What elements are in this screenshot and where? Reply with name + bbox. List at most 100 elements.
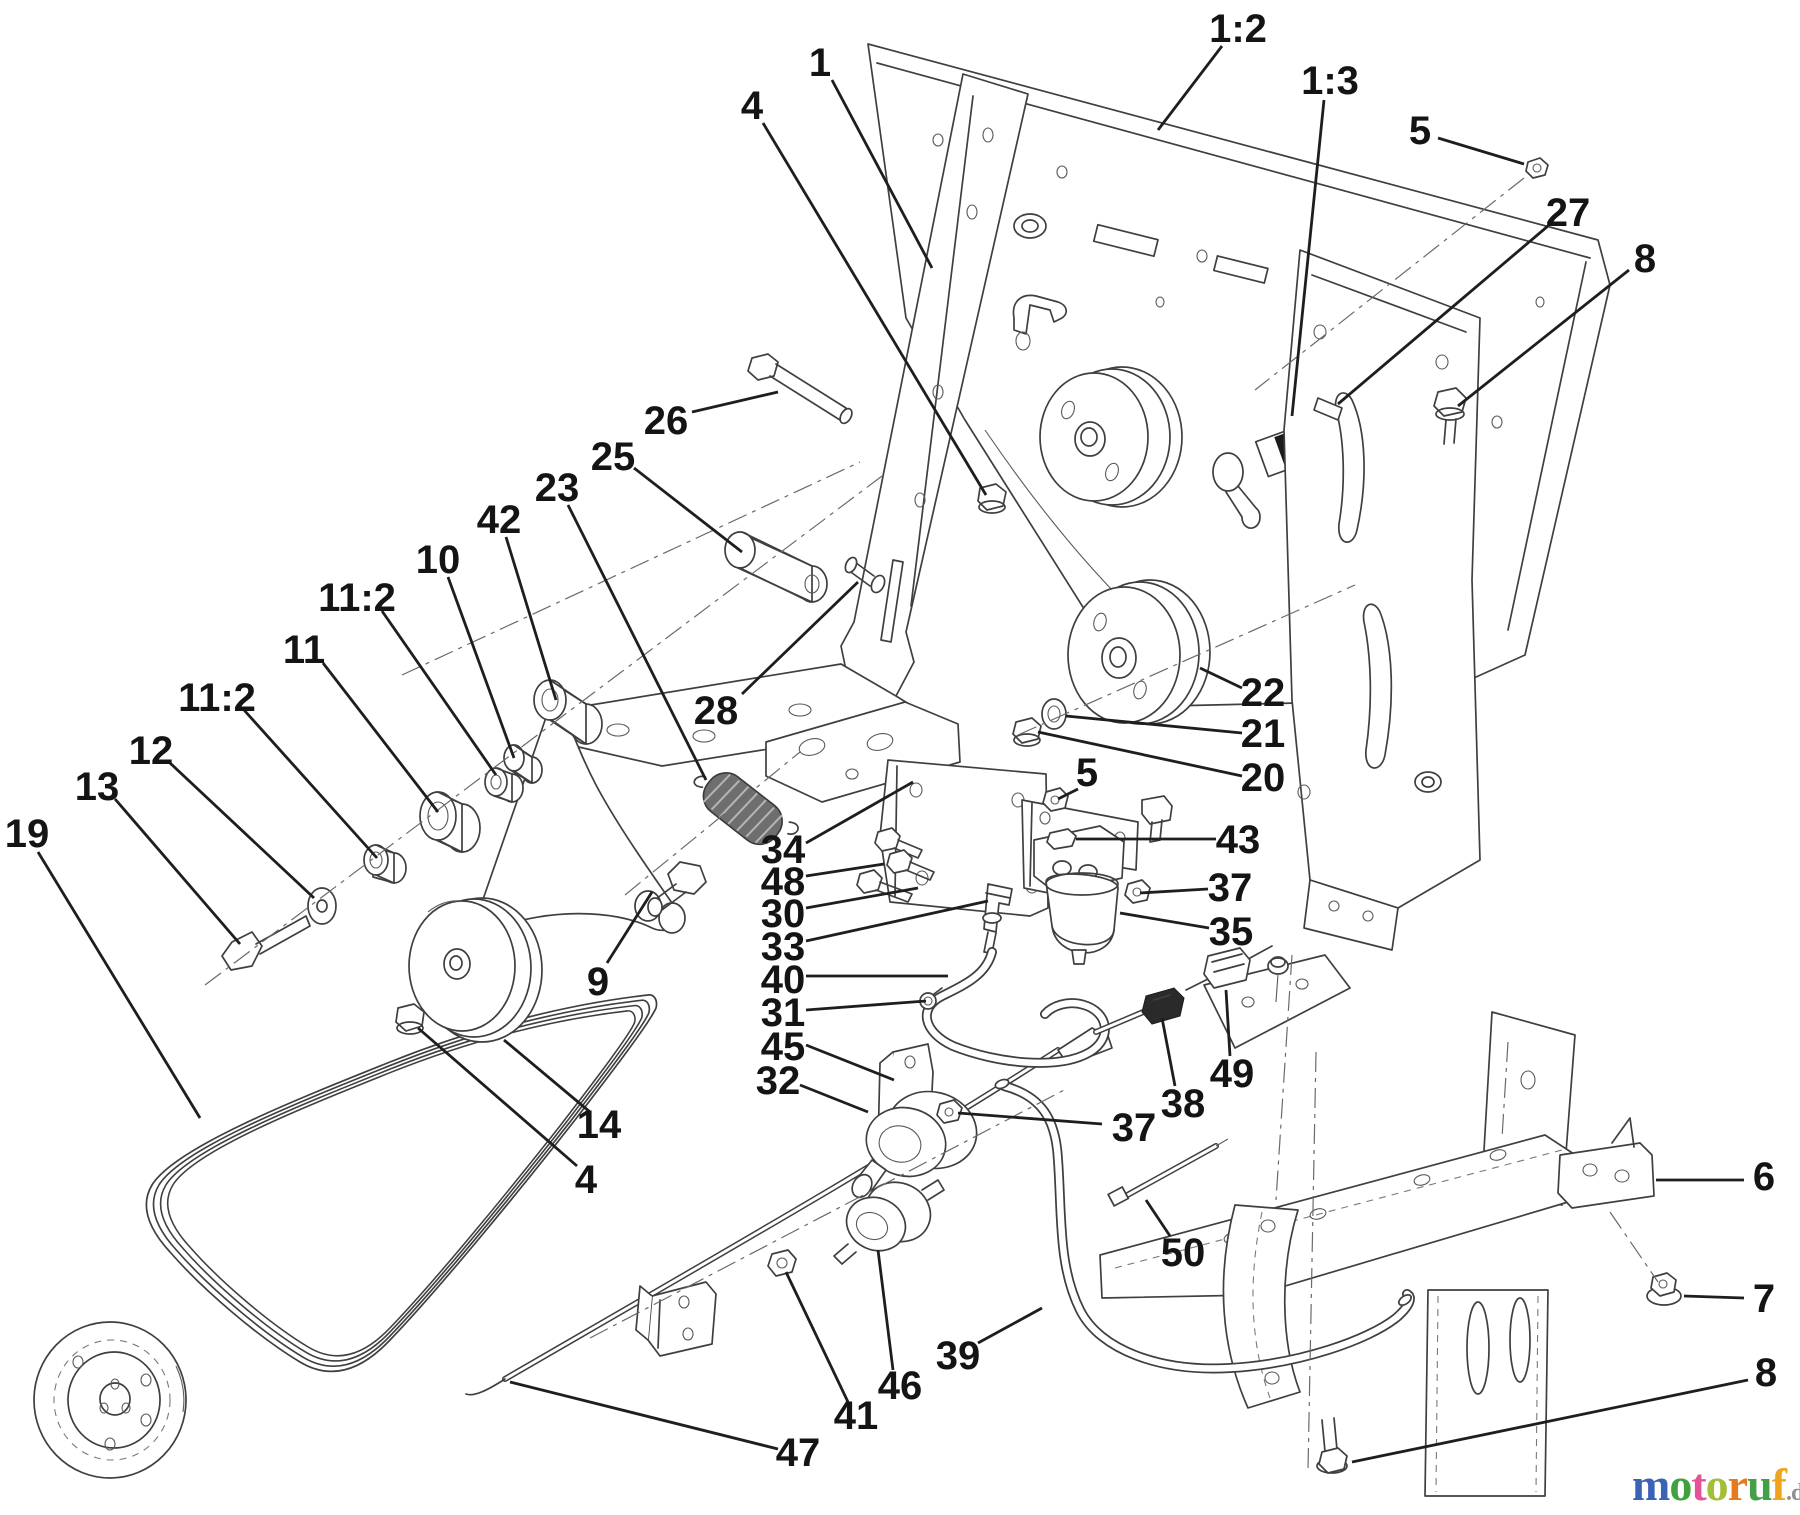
tab-plate-6: [1557, 1117, 1655, 1209]
callout-leader-28-18: [741, 580, 859, 696]
bolt-26: [747, 353, 853, 425]
watermark-letter: o: [1669, 1459, 1692, 1510]
callout-label-46-41: 46: [878, 1364, 923, 1408]
callout-leader-23-9: [566, 504, 708, 781]
bushing-11: [419, 791, 481, 853]
nut-37-lower: [936, 1099, 963, 1124]
callout-label-30-25: 30: [761, 892, 806, 936]
left-upright-plate: [547, 73, 1029, 767]
idler-arm: [478, 699, 679, 932]
bolt-13: [221, 915, 311, 971]
callout-leader-4-1: [761, 122, 988, 496]
bolt-8-bottom: [1316, 1417, 1348, 1474]
callout-label-28-18: 28: [694, 689, 739, 733]
callout-leader-31-28: [805, 999, 927, 1012]
callout-label-1-0: 1: [809, 41, 831, 85]
callout-label-12-15: 12: [129, 729, 174, 773]
callout-label-10-11: 10: [416, 538, 461, 582]
bushing-11-2-lower: [363, 844, 407, 884]
cable-tie-50: [1107, 1138, 1229, 1207]
callout-label-1:3-3: 1:3: [1301, 59, 1359, 103]
callout-leader-20-21: [1037, 730, 1243, 778]
watermark: motoruf.de: [1632, 1458, 1800, 1512]
callout-leader-25-8: [633, 466, 743, 554]
callout-label-11:2-12: 11:2: [318, 576, 396, 620]
callout-label-6-45: 6: [1753, 1155, 1775, 1199]
callout-leader-48-24: [805, 862, 885, 878]
callout-label-1:2-2: 1:2: [1209, 7, 1267, 51]
bushing-11-2-upper: [484, 767, 524, 803]
idler-arm-group: [221, 679, 707, 1043]
watermark-letter: r: [1727, 1459, 1748, 1510]
callout-label-23-9: 23: [535, 466, 580, 510]
callout-label-32-30: 32: [756, 1059, 801, 1103]
callout-label-38-38: 38: [1161, 1082, 1206, 1126]
callout-leader-7-46: [1683, 1294, 1745, 1300]
callout-label-8-47: 8: [1755, 1351, 1777, 1395]
callout-label-35-33: 35: [1209, 910, 1254, 954]
callout-leader-8-6: [1457, 268, 1630, 408]
washer-12: [307, 887, 337, 925]
wire-connector-38: [1093, 987, 1185, 1035]
callout-leader-26-7: [691, 390, 779, 414]
flange-nut-4-lower: [395, 1003, 425, 1035]
frame-clip-bracket: [1012, 294, 1068, 335]
callout-label-33-26: 33: [761, 925, 806, 969]
callout-label-19-17: 19: [5, 812, 50, 856]
nut-5-top: [1525, 157, 1549, 179]
clamp-ring: [982, 912, 1002, 924]
callout-leader-19-17: [36, 851, 202, 1119]
callout-label-11-13: 11: [283, 628, 325, 672]
watermark-suffix: .de: [1786, 1480, 1800, 1506]
washer-21: [1041, 698, 1067, 730]
screws-34: [874, 827, 935, 881]
callout-leader-1:3-3: [1290, 99, 1326, 417]
watermark-letter: t: [1691, 1459, 1706, 1510]
callout-leader-8-47: [1351, 1378, 1749, 1464]
right-frame-plate: [1283, 249, 1481, 951]
bolt-8-top: [1433, 387, 1467, 445]
callout-leader-12-15: [169, 761, 315, 900]
callout-leader-1:2-2: [1156, 45, 1224, 131]
callout-label-42-10: 42: [477, 498, 522, 542]
extension-spring: [693, 772, 799, 846]
callout-leader-27-5: [1337, 224, 1549, 406]
callout-label-37-32: 37: [1208, 866, 1253, 910]
callout-leader-14-35: [503, 1038, 591, 1114]
callout-label-39-42: 39: [936, 1334, 981, 1378]
pin-28: [844, 556, 886, 594]
watermark-letter: u: [1747, 1459, 1773, 1510]
callout-label-5-4: 5: [1409, 109, 1431, 153]
callout-leader-1-0: [830, 79, 934, 269]
callout-label-34-23: 34: [761, 828, 806, 872]
watermark-text: motoruf: [1632, 1459, 1787, 1510]
callout-leader-37-39: [957, 1111, 1103, 1126]
callout-label-41-43: 41: [834, 1394, 879, 1438]
nut-5-mid: [1042, 787, 1069, 812]
callout-leader-37-32: [1139, 887, 1209, 895]
callout-leader-45-29: [805, 1043, 895, 1082]
callout-leader-50-40: [1144, 1199, 1172, 1237]
callout-label-20-21: 20: [1241, 756, 1286, 800]
fuel-filter-35: [1045, 872, 1119, 965]
callout-leader-11-13: [321, 662, 440, 813]
callout-leader-42-10: [504, 536, 558, 701]
callout-leader-39-42: [977, 1306, 1043, 1345]
callout-leader-30-25: [805, 886, 919, 910]
left-plate-holes: [914, 127, 994, 508]
fitting-43-left: [1046, 828, 1077, 850]
callout-label-13-16: 13: [75, 765, 120, 809]
callout-leader-35-33: [1119, 911, 1210, 930]
pin-27: [1313, 397, 1343, 421]
cable-bracket: [635, 1281, 717, 1357]
fuel-hose-39: [994, 1078, 1415, 1374]
frame-assembly: [33, 43, 1611, 1497]
callout-leader-41-43: [784, 1271, 850, 1403]
callout-label-21-20: 21: [1241, 712, 1286, 756]
callout-leader-13-16: [113, 798, 242, 945]
callout-leader-21-20: [1065, 714, 1243, 735]
grommet-41: [767, 1249, 797, 1277]
callout-leader-10-11: [446, 576, 516, 759]
callout-label-7-46: 7: [1753, 1277, 1775, 1321]
callout-leader-5-4: [1437, 136, 1525, 166]
